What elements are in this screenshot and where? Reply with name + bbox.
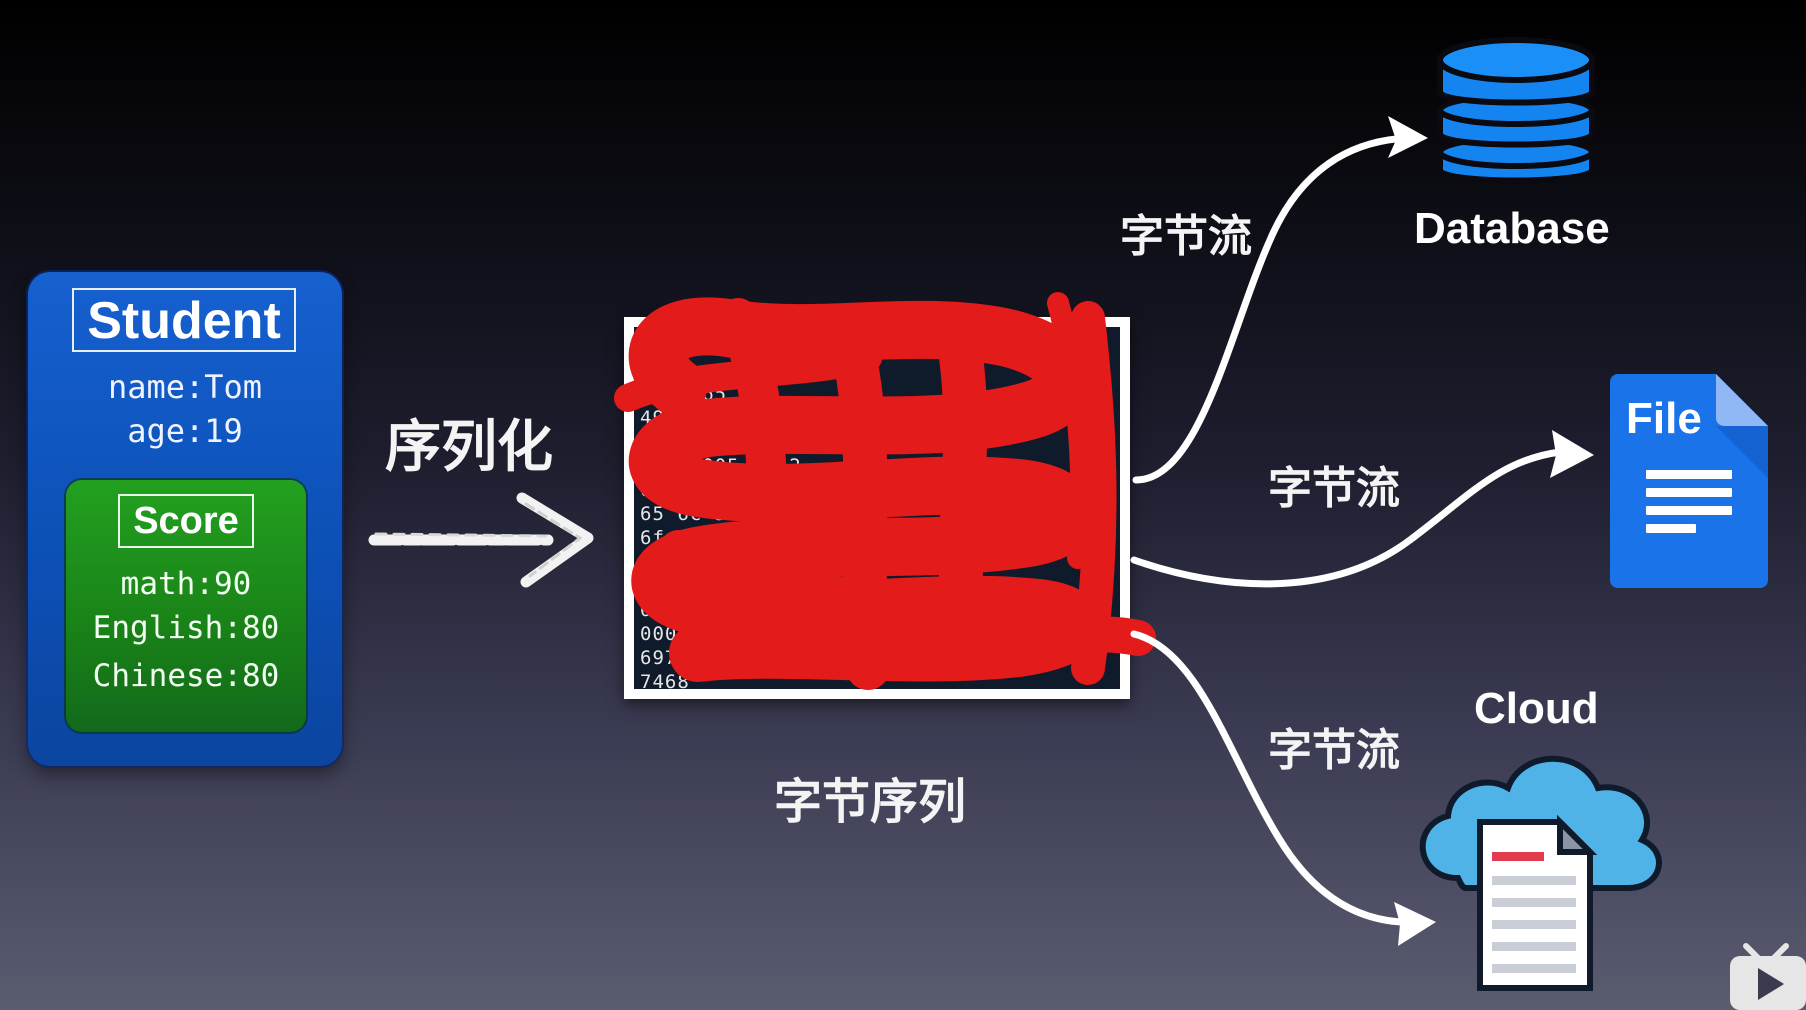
byte-sequence-label: 字节序列	[774, 774, 967, 830]
serialize-arrow-icon	[368, 492, 594, 588]
database-label: Database	[1414, 204, 1610, 253]
student-name-field: name:Tom	[107, 368, 263, 406]
byte-stream-label-database: 字节流	[1120, 211, 1252, 262]
cloud-document-icon	[1419, 755, 1662, 991]
byte-stream-label-file: 字节流	[1268, 463, 1400, 514]
arrowhead-database-icon	[1388, 116, 1428, 158]
score-english-field: English:80	[92, 610, 280, 646]
score-title: Score	[118, 494, 254, 548]
arrowhead-file-icon	[1550, 430, 1594, 478]
arrow-to-file	[1130, 448, 1564, 588]
score-math-field: math:90	[120, 566, 252, 602]
file-label: File	[1626, 394, 1702, 443]
score-chinese-field: Chinese:80	[92, 658, 280, 694]
arrow-to-database	[1132, 134, 1414, 484]
hex-line: 697	[640, 647, 678, 669]
serialize-label: 序列化	[385, 415, 553, 480]
byte-stream-label-cloud: 字节流	[1268, 725, 1400, 776]
cloud-label: Cloud	[1474, 684, 1599, 733]
file-icon	[1610, 374, 1768, 588]
student-card: Student name:Tom age:19 Score math:90 En…	[28, 272, 342, 766]
arrow-to-cloud	[1130, 630, 1424, 926]
student-age-field: age:19	[127, 412, 243, 450]
hex-line: 7468	[640, 671, 690, 689]
database-icon	[1437, 37, 1595, 184]
student-title: Student	[72, 288, 296, 352]
red-scribble-redaction	[614, 292, 1156, 690]
score-card: Score math:90 English:80 Chinese:80	[66, 480, 306, 732]
video-player-logo-icon	[1730, 943, 1806, 1010]
arrowhead-cloud-icon	[1394, 902, 1436, 946]
